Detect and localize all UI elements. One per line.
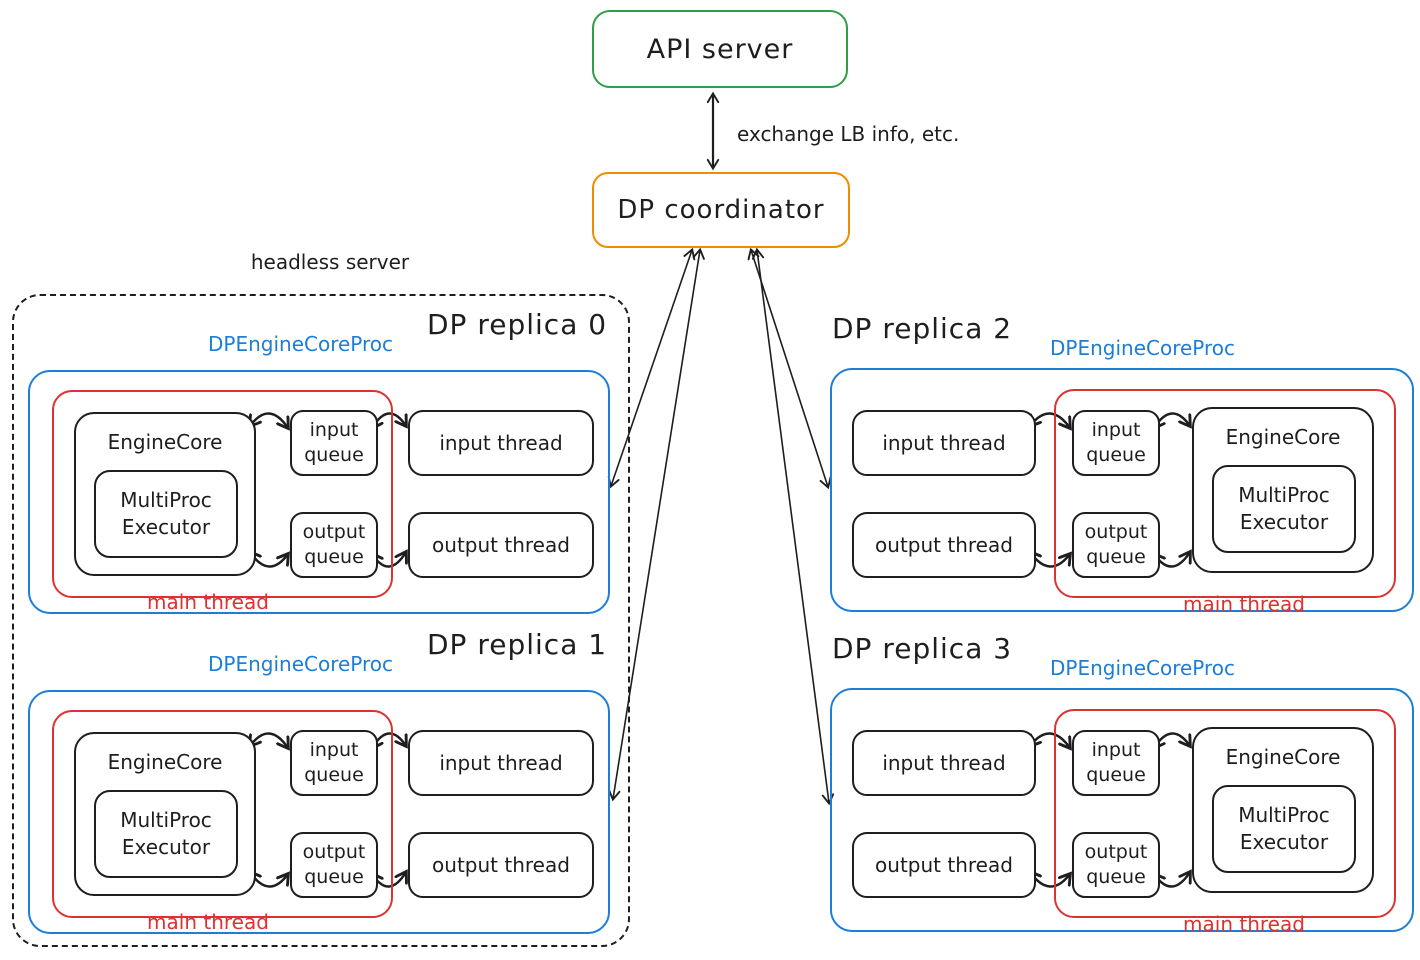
dp-replica-0-proc-label: DPEngineCoreProc: [208, 332, 394, 356]
engine-core-label: EngineCore: [107, 430, 223, 454]
dp-replica-1-engine-core-box: EngineCore MultiProc Executor: [74, 732, 256, 896]
output-thread-box: output thread: [852, 512, 1036, 578]
dp-replica-3-proc-label: DPEngineCoreProc: [1050, 656, 1236, 680]
output-queue-line1: output: [302, 841, 366, 863]
dp-coordinator-box: DP coordinator: [592, 172, 850, 248]
dp-replica-3-engine-core-box: EngineCore MultiProc Executor: [1192, 727, 1374, 893]
output-thread-label: output thread: [875, 853, 1013, 877]
dp-replica-0-main-thread-box: [52, 390, 393, 598]
output-queue-line2: queue: [304, 866, 364, 888]
multiproc-executor-box: MultiProc Executor: [94, 470, 238, 558]
output-queue-line1: output: [1084, 521, 1148, 543]
input-thread-box: input thread: [408, 730, 594, 796]
output-thread-box: output thread: [408, 832, 594, 898]
output-thread-label: output thread: [432, 533, 570, 557]
multiproc-executor-line1: MultiProc: [1238, 483, 1330, 507]
api-server-label: API server: [646, 33, 794, 65]
multiproc-executor-line2: Executor: [1239, 830, 1329, 854]
dp-replica-2-main-thread-label: main thread: [1183, 592, 1305, 616]
input-thread-box: input thread: [852, 730, 1036, 796]
dp-replica-3-container: DP replica 3 DPEngineCoreProc main threa…: [830, 632, 1414, 936]
input-thread-label: input thread: [882, 751, 1006, 775]
input-queue-box: input queue: [1072, 410, 1160, 476]
headless-server-label: headless server: [250, 250, 410, 274]
output-queue-line2: queue: [1086, 546, 1146, 568]
output-queue-box: output queue: [290, 832, 378, 898]
dp-replica-3-title: DP replica 3: [832, 632, 1013, 665]
input-queue-line2: queue: [1086, 444, 1146, 466]
dp-replica-1-proc-label: DPEngineCoreProc: [208, 652, 394, 676]
dp-replica-1-title: DP replica 1: [427, 628, 608, 661]
engine-core-label: EngineCore: [1225, 745, 1341, 769]
input-thread-box: input thread: [852, 410, 1036, 476]
output-thread-label: output thread: [432, 853, 570, 877]
input-queue-line2: queue: [304, 764, 364, 786]
multiproc-executor-line1: MultiProc: [1238, 803, 1330, 827]
input-queue-box: input queue: [290, 730, 378, 796]
multiproc-executor-line2: Executor: [121, 515, 211, 539]
multiproc-executor-line2: Executor: [121, 835, 211, 859]
output-queue-box: output queue: [290, 512, 378, 578]
multiproc-executor-box: MultiProc Executor: [1212, 465, 1356, 553]
output-queue-box: output queue: [1072, 512, 1160, 578]
engine-core-label: EngineCore: [1225, 425, 1341, 449]
input-thread-label: input thread: [882, 431, 1006, 455]
multiproc-executor-box: MultiProc Executor: [1212, 785, 1356, 873]
input-queue-line1: input: [309, 739, 359, 761]
input-thread-label: input thread: [439, 431, 563, 455]
output-thread-box: output thread: [408, 512, 594, 578]
output-thread-label: output thread: [875, 533, 1013, 557]
dp-replica-3-main-thread-label: main thread: [1183, 912, 1305, 936]
multiproc-executor-line1: MultiProc: [120, 488, 212, 512]
dp-replica-2-engine-core-box: EngineCore MultiProc Executor: [1192, 407, 1374, 573]
multiproc-executor-line1: MultiProc: [120, 808, 212, 832]
api-server-box: API server: [592, 10, 848, 88]
input-queue-box: input queue: [1072, 730, 1160, 796]
output-queue-line2: queue: [1086, 866, 1146, 888]
dp-replica-2-container: DP replica 2 DPEngineCoreProc main threa…: [830, 312, 1414, 616]
dp-replica-0-container: DP replica 0 DPEngineCoreProc main threa…: [28, 308, 610, 614]
dp-replica-1-container: DP replica 1 DPEngineCoreProc main threa…: [28, 628, 610, 934]
input-queue-line1: input: [1091, 419, 1141, 441]
multiproc-executor-box: MultiProc Executor: [94, 790, 238, 878]
headless-server-container: [12, 294, 630, 947]
dp-replica-0-main-thread-label: main thread: [147, 590, 269, 614]
input-queue-line2: queue: [1086, 764, 1146, 786]
dp-replica-2-proc-label: DPEngineCoreProc: [1050, 336, 1236, 360]
dp-coordinator-label: DP coordinator: [617, 195, 825, 225]
input-queue-line1: input: [309, 419, 359, 441]
dp-replica-2-title: DP replica 2: [832, 312, 1013, 345]
input-thread-box: input thread: [408, 410, 594, 476]
input-queue-line1: input: [1091, 739, 1141, 761]
engine-core-label: EngineCore: [107, 750, 223, 774]
output-queue-box: output queue: [1072, 832, 1160, 898]
output-queue-line1: output: [302, 521, 366, 543]
input-thread-label: input thread: [439, 751, 563, 775]
arrow-coordinator-replica3: [751, 247, 835, 806]
input-queue-line2: queue: [304, 444, 364, 466]
arrow-coordinator-replica2: [747, 247, 832, 490]
multiproc-executor-line2: Executor: [1239, 510, 1329, 534]
output-queue-line1: output: [1084, 841, 1148, 863]
dp-replica-1-main-thread-label: main thread: [147, 910, 269, 934]
dp-replica-0-engine-core-box: EngineCore MultiProc Executor: [74, 412, 256, 576]
dp-replica-3-main-thread-box: [1054, 709, 1396, 918]
exchange-info-label: exchange LB info, etc.: [737, 122, 960, 146]
output-thread-box: output thread: [852, 832, 1036, 898]
input-queue-box: input queue: [290, 410, 378, 476]
dp-replica-2-main-thread-box: [1054, 389, 1396, 598]
output-queue-line2: queue: [304, 546, 364, 568]
dp-replica-1-main-thread-box: [52, 710, 393, 918]
dp-replica-0-title: DP replica 0: [427, 308, 608, 341]
